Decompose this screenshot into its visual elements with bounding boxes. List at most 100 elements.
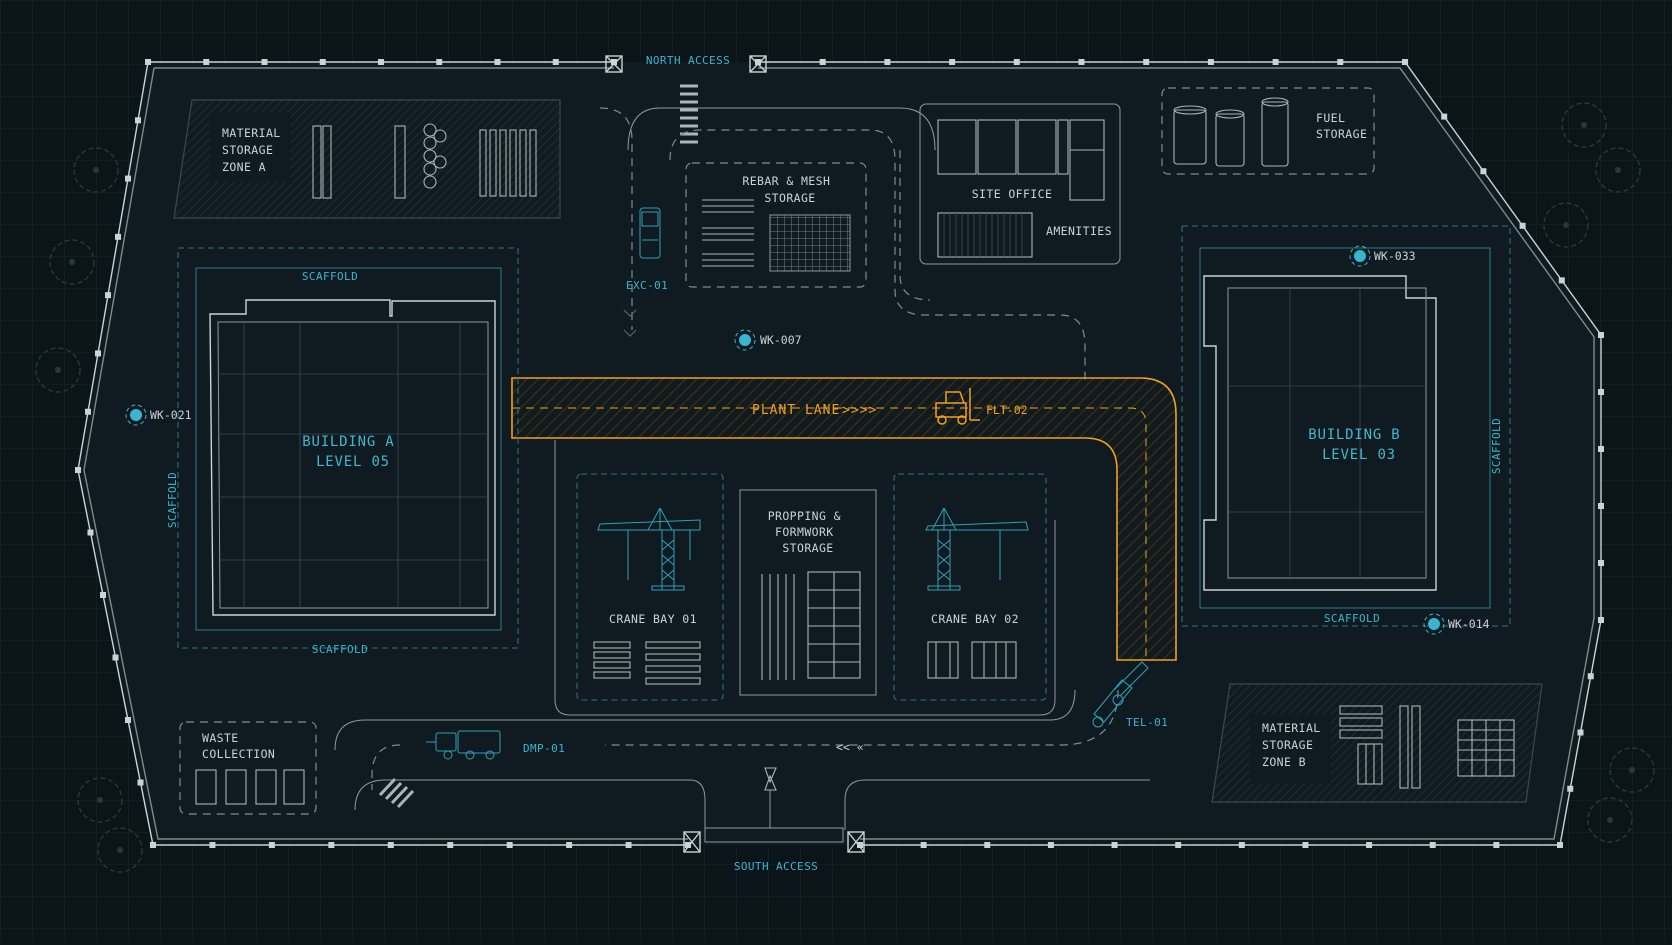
- building-b[interactable]: [1181, 225, 1511, 627]
- material-storage-a-label: MATERIAL STORAGE ZONE A: [222, 126, 288, 174]
- tree-trunk: [1563, 222, 1569, 228]
- crane-bay-02-label: CRANE BAY 02: [931, 612, 1019, 626]
- tree-trunk: [1581, 122, 1587, 128]
- tree-icon: [35, 347, 81, 393]
- tree-icon: [1609, 747, 1655, 793]
- fence-post: [1519, 222, 1526, 229]
- telehandler-label: TEL-01: [1126, 716, 1168, 729]
- fence-post: [203, 59, 210, 65]
- worker-wk-007[interactable]: [734, 329, 756, 351]
- scaffold-a-top-label: SCAFFOLD: [302, 270, 358, 283]
- amenities-block[interactable]: [937, 212, 1033, 258]
- site-roads: [334, 107, 1150, 830]
- fence-post: [328, 842, 335, 848]
- fence-post: [1493, 842, 1500, 848]
- fence-post: [436, 59, 443, 65]
- plant-lane[interactable]: [511, 377, 1177, 661]
- south-road-arrows: << «: [836, 740, 864, 754]
- tree-trunk: [117, 847, 123, 853]
- excavator-label: EXC-01: [626, 279, 668, 292]
- material-storage-zone-a[interactable]: [173, 99, 561, 219]
- forklift-label: FLT-02: [986, 403, 1028, 417]
- excavator-icon: [639, 207, 661, 259]
- fence-post: [137, 779, 144, 786]
- scaffold-b-right-label: SCAFFOLD: [1490, 418, 1503, 474]
- fence-post: [1047, 842, 1054, 848]
- fence-post: [1598, 332, 1604, 338]
- crane-bay-01[interactable]: [576, 473, 724, 701]
- dumper-dmp-01[interactable]: [426, 730, 501, 760]
- fence-post: [1567, 785, 1574, 792]
- fence-post: [1175, 842, 1182, 848]
- telehandler-tel-01[interactable]: [1092, 661, 1149, 728]
- worker-wk-014-label: WK-014: [1448, 617, 1490, 631]
- south-access-label: SOUTH ACCESS: [734, 860, 818, 873]
- south-access-gate[interactable]: [683, 767, 865, 853]
- trees: [35, 102, 1655, 873]
- fence-post: [1598, 617, 1604, 623]
- fence-post: [447, 842, 454, 848]
- tree-icon: [49, 239, 95, 285]
- fuel-tank-icon: [1173, 97, 1289, 167]
- fence-post: [611, 59, 617, 65]
- perimeter-fence: [75, 59, 1604, 848]
- plant-lane-label: PLANT LANE: [752, 403, 840, 418]
- fence-post: [1557, 842, 1563, 848]
- fence-post: [1402, 59, 1408, 65]
- north-access-gate[interactable]: [605, 55, 767, 144]
- worker-wk-021[interactable]: [125, 404, 147, 426]
- rebar-mesh-storage[interactable]: [685, 162, 867, 288]
- dumper-icon: [426, 730, 501, 760]
- fence-post: [1587, 673, 1594, 680]
- worker-marker-icon: [130, 409, 142, 421]
- fence-post: [378, 59, 384, 65]
- fence-post: [145, 59, 151, 65]
- forklift-flt-02[interactable]: [935, 388, 980, 425]
- tree-trunk: [1607, 817, 1613, 823]
- fence-post: [115, 233, 121, 240]
- tree-trunk: [69, 259, 75, 265]
- fence-post: [1078, 59, 1085, 65]
- building-a-label: BUILDING A LEVEL 05: [302, 434, 404, 470]
- fence-post: [552, 59, 559, 65]
- building-a[interactable]: [177, 247, 519, 649]
- tree-trunk: [1615, 167, 1621, 173]
- material-storage-b-label: MATERIAL STORAGE ZONE B: [1262, 721, 1328, 769]
- fence-post: [984, 842, 991, 848]
- material-storage-zone-b[interactable]: [1211, 683, 1543, 803]
- building-b-label: BUILDING B LEVEL 03: [1308, 427, 1410, 463]
- scaffold-a-bottom-label: SCAFFOLD: [312, 643, 368, 656]
- fence-post: [125, 717, 131, 723]
- fence-post: [494, 59, 501, 65]
- fence-post: [1238, 842, 1245, 848]
- fence-post: [1480, 168, 1487, 175]
- waste-collection-label: WASTE COLLECTION: [202, 731, 275, 761]
- worker-wk-033[interactable]: [1349, 245, 1371, 267]
- fence-post: [1143, 59, 1150, 65]
- fence-post: [1272, 59, 1279, 65]
- fence-post: [755, 59, 761, 65]
- tree-trunk: [55, 367, 61, 373]
- worker-marker-icon: [739, 334, 751, 346]
- fuel-storage[interactable]: [1161, 87, 1375, 175]
- waste-collection[interactable]: [179, 721, 317, 815]
- crane-bay-02[interactable]: [893, 473, 1047, 701]
- fence-post: [625, 842, 632, 848]
- fence-post: [1598, 389, 1604, 395]
- fence-post: [125, 175, 131, 182]
- worker-wk-014[interactable]: [1423, 613, 1445, 635]
- fence-post: [1429, 842, 1436, 848]
- scaffold-a-left-label: SCAFFOLD: [166, 472, 179, 528]
- excavator-exc-01[interactable]: [639, 207, 661, 259]
- rebar-mesh-label: REBAR & MESH STORAGE: [742, 174, 837, 205]
- tree-trunk: [93, 167, 99, 173]
- worker-marker-icon: [1354, 250, 1366, 262]
- propping-formwork-storage[interactable]: [739, 489, 877, 696]
- dumper-label: DMP-01: [523, 742, 565, 755]
- tree-icon: [1587, 797, 1633, 843]
- fence-post: [1441, 113, 1448, 120]
- crane-bay-01-label: CRANE BAY 01: [609, 612, 697, 626]
- site-office[interactable]: [919, 103, 1121, 265]
- tower-crane-icon: [597, 507, 701, 591]
- waste-bin-icon: [195, 769, 305, 805]
